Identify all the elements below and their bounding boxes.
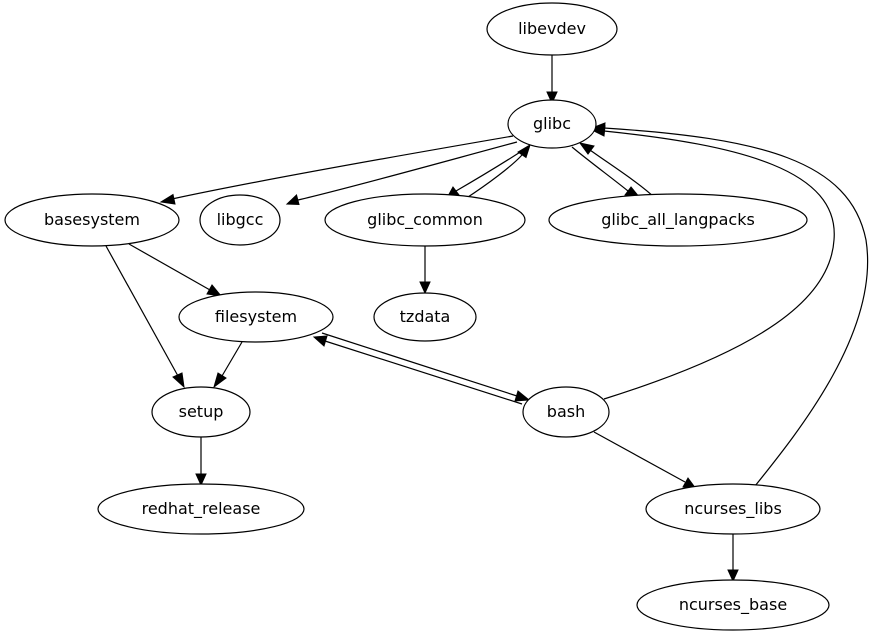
node-label-glibc: glibc	[533, 114, 571, 133]
edge-ncurses_libs-ncurses_base	[727, 533, 739, 583]
edge-glibc-basesystem	[159, 135, 514, 205]
node-label-ncurses_base: ncurses_base	[679, 595, 787, 615]
node-redhat_release[interactable]: redhat_release	[97, 483, 305, 535]
edge-glibc-glibc_all_langpacks	[571, 146, 642, 199]
edge-basesystem-filesystem	[128, 243, 223, 297]
node-label-ncurses_libs: ncurses_libs	[684, 499, 782, 519]
node-glibc_common[interactable]: glibc_common	[324, 193, 526, 247]
node-label-basesystem: basesystem	[44, 210, 140, 229]
edge-setup-redhat_release	[195, 437, 207, 487]
edge-filesystem-bash	[321, 332, 531, 402]
edge-filesystem-setup	[213, 341, 243, 389]
edge-glibc_common-glibc	[464, 143, 531, 200]
node-libevdev[interactable]: libevdev	[486, 2, 618, 56]
node-label-tzdata: tzdata	[400, 307, 451, 326]
edge-basesystem-setup	[105, 245, 185, 389]
node-label-glibc_all_langpacks: glibc_all_langpacks	[601, 210, 755, 230]
node-label-glibc_common: glibc_common	[367, 210, 483, 230]
node-label-libevdev: libevdev	[518, 19, 586, 38]
edge-bash-ncurses_libs	[593, 431, 698, 490]
edge-ncurses_libs-glibc	[590, 122, 869, 487]
edge-glibc_common-tzdata	[419, 245, 431, 295]
node-label-filesystem: filesystem	[215, 307, 297, 326]
edge-bash-glibc	[590, 125, 835, 400]
edge-glibc-libgcc	[285, 141, 518, 206]
edge-bash-filesystem	[312, 335, 523, 405]
node-libgcc[interactable]: libgcc	[199, 194, 281, 246]
node-ncurses_libs[interactable]: ncurses_libs	[645, 483, 821, 535]
node-bash[interactable]: bash	[522, 386, 610, 438]
node-label-setup: setup	[179, 402, 224, 421]
node-glibc[interactable]: glibc	[507, 99, 597, 149]
node-glibc_all_langpacks[interactable]: glibc_all_langpacks	[548, 193, 808, 247]
node-label-bash: bash	[547, 402, 585, 421]
node-basesystem[interactable]: basesystem	[4, 193, 180, 247]
node-tzdata[interactable]: tzdata	[373, 292, 477, 342]
edge-libevdev-glibc	[546, 55, 558, 105]
edge-glibc-glibc_common	[446, 146, 529, 199]
edge-glibc_all_langpacks-glibc	[578, 142, 656, 199]
node-setup[interactable]: setup	[151, 386, 251, 438]
node-filesystem[interactable]: filesystem	[178, 291, 334, 343]
node-label-libgcc: libgcc	[217, 210, 264, 229]
node-label-redhat_release: redhat_release	[142, 499, 261, 519]
node-ncurses_base[interactable]: ncurses_base	[636, 579, 830, 631]
